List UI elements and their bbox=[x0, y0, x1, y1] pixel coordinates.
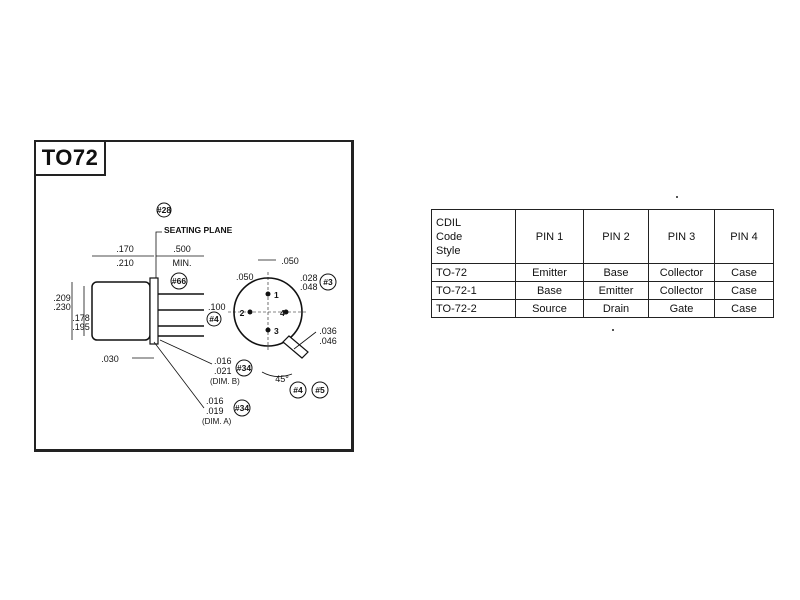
pin-1-cell: Source bbox=[515, 299, 584, 318]
seating-plane-label: SEATING PLANE bbox=[164, 225, 233, 235]
dim-210-label: .210 bbox=[116, 258, 134, 268]
table-row: TO-72-1 Base Emitter Collector Case bbox=[431, 281, 774, 300]
note-5-label: #5 bbox=[315, 385, 325, 395]
dim-line-tab-width bbox=[293, 331, 317, 350]
dim-036-label: .036 bbox=[319, 326, 337, 336]
header-pin-2: PIN 2 bbox=[583, 209, 649, 264]
dim-500-label: .500 bbox=[173, 244, 191, 254]
note-circle bbox=[170, 272, 188, 290]
pin-configuration-table: CDIL Code Style PIN 1 PIN 2 PIN 3 PIN 4 … bbox=[431, 209, 774, 318]
pin-3-cell: Gate bbox=[648, 299, 715, 318]
dim-230-label: .230 bbox=[53, 302, 71, 312]
note-28-label: #28 bbox=[157, 205, 171, 215]
pin-4-label: 4 bbox=[280, 308, 285, 318]
dim-016-a-label: .016 bbox=[206, 396, 224, 406]
header-pin-4: PIN 4 bbox=[714, 209, 774, 264]
pin-2-cell: Emitter bbox=[583, 281, 649, 300]
pin-3-label: 3 bbox=[274, 326, 279, 336]
note-66-label: #66 bbox=[172, 276, 186, 286]
dim-050-top-label: .050 bbox=[281, 256, 299, 266]
note-circle bbox=[206, 311, 222, 327]
dim-b-label: (DIM. B) bbox=[210, 377, 240, 386]
leader-dim-a bbox=[153, 341, 205, 409]
pin-dot bbox=[283, 309, 289, 315]
pin-dot bbox=[247, 309, 253, 315]
table-row: TO-72-2 Source Drain Gate Case bbox=[431, 299, 774, 318]
pin-2-label: 2 bbox=[240, 308, 245, 318]
package-title: TO72 bbox=[36, 142, 106, 176]
dim-030-label: .030 bbox=[101, 354, 119, 364]
dim-min-label: MIN. bbox=[173, 258, 192, 268]
note-34-a-label: #34 bbox=[235, 403, 249, 413]
scan-speck bbox=[676, 196, 678, 198]
package-drawing-panel: TO72 #28 SEATING PLANE .170 .210 .500 MI… bbox=[34, 140, 354, 452]
package-tab bbox=[282, 335, 309, 359]
dim-209-label: .209 bbox=[53, 293, 71, 303]
pin-3-cell: Collector bbox=[648, 263, 715, 282]
dim-170-label: .170 bbox=[116, 244, 134, 254]
pin-1-cell: Base bbox=[515, 281, 584, 300]
pin-3-cell: Collector bbox=[648, 281, 715, 300]
pin-4-cell: Case bbox=[714, 263, 774, 282]
angle-arc bbox=[261, 371, 293, 377]
pin-1-cell: Emitter bbox=[515, 263, 584, 282]
pin-dot bbox=[265, 327, 271, 333]
note-4-left-label: #4 bbox=[209, 314, 219, 324]
note-circle bbox=[233, 399, 251, 417]
header-pin-3: PIN 3 bbox=[648, 209, 715, 264]
pin-4-cell: Case bbox=[714, 299, 774, 318]
dim-021-label: .021 bbox=[214, 366, 232, 376]
code-style-cell: TO-72 bbox=[431, 263, 516, 282]
scan-speck bbox=[612, 329, 614, 331]
note-circle bbox=[311, 381, 329, 399]
table-row: TO-72 Emitter Base Collector Case bbox=[431, 263, 774, 282]
angle-45-label: 45° bbox=[275, 374, 289, 384]
header-pin-1: PIN 1 bbox=[515, 209, 584, 264]
package-body-side-view bbox=[91, 281, 151, 341]
dim-050-left-label: .050 bbox=[236, 272, 254, 282]
to72-outline-drawing: #28 SEATING PLANE .170 .210 .500 MIN. #6… bbox=[53, 202, 337, 426]
note-circle bbox=[235, 359, 253, 377]
pin-4-cell: Case bbox=[714, 281, 774, 300]
pin-2-cell: Base bbox=[583, 263, 649, 282]
leader-dim-b bbox=[159, 339, 213, 365]
dim-048-label: .048 bbox=[300, 282, 318, 292]
note-circle bbox=[319, 273, 337, 291]
dim-100-label: .100 bbox=[208, 302, 226, 312]
seating-plane-leader bbox=[155, 231, 162, 292]
pin-dot bbox=[265, 291, 271, 297]
header-cdil-code-style: CDIL Code Style bbox=[431, 209, 516, 264]
package-flange bbox=[149, 277, 159, 345]
note-3-label: #3 bbox=[323, 277, 333, 287]
pin-1-label: 1 bbox=[274, 290, 279, 300]
dim-028-label: .028 bbox=[300, 273, 318, 283]
code-style-cell: TO-72-1 bbox=[431, 281, 516, 300]
note-circle bbox=[156, 202, 172, 218]
note-circle bbox=[289, 381, 307, 399]
pin-2-cell: Drain bbox=[583, 299, 649, 318]
dim-019-label: .019 bbox=[206, 406, 224, 416]
code-style-cell: TO-72-2 bbox=[431, 299, 516, 318]
note-34-b-label: #34 bbox=[237, 363, 251, 373]
table-header-row: CDIL Code Style PIN 1 PIN 2 PIN 3 PIN 4 bbox=[431, 209, 774, 264]
dim-a-label: (DIM. A) bbox=[202, 417, 232, 426]
dim-016-b-label: .016 bbox=[214, 356, 232, 366]
dim-046-label: .046 bbox=[319, 336, 337, 346]
dim-178-label: .178 bbox=[72, 313, 90, 323]
note-4-label: #4 bbox=[293, 385, 303, 395]
dim-195-label: .195 bbox=[72, 322, 90, 332]
